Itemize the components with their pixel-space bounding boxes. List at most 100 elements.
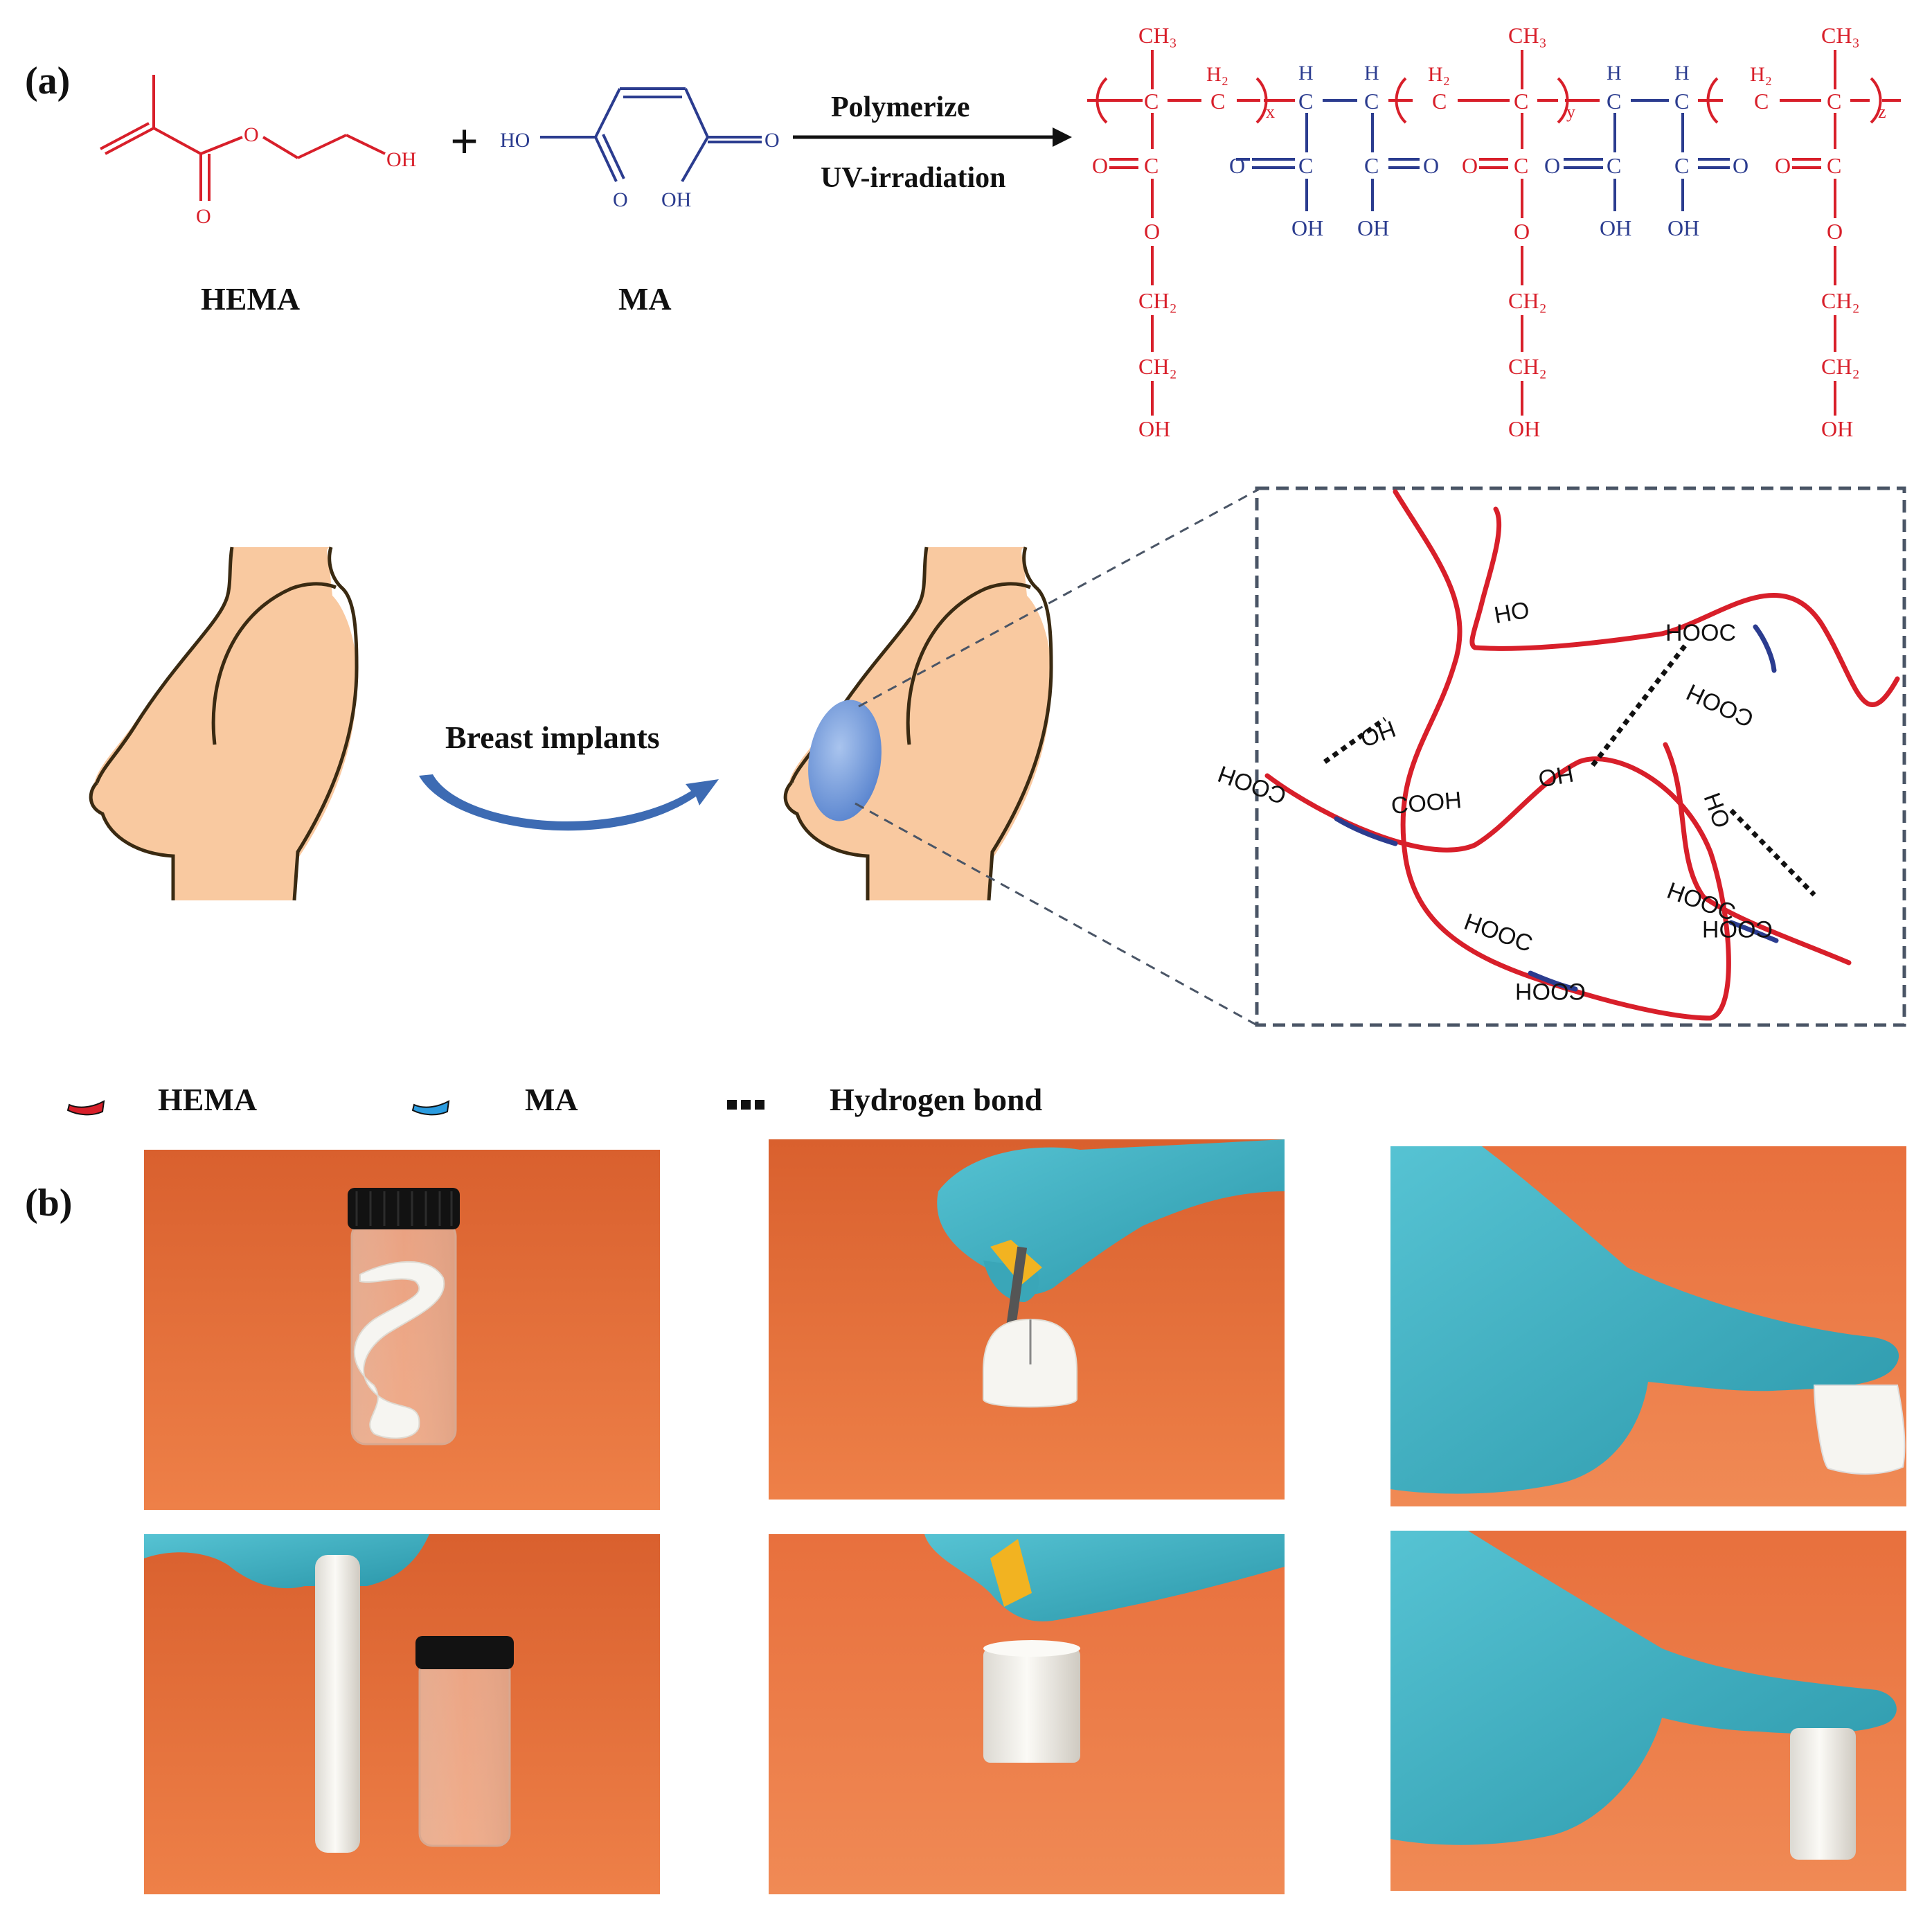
panel-label-a: (a) <box>25 60 70 103</box>
polymer-atom-label: CH₃ <box>1821 23 1860 48</box>
arrow-bottom-label: UV-irradiation <box>821 162 1006 194</box>
legend-ma-swatch <box>411 1100 450 1116</box>
hema-ether-o: O <box>244 123 259 146</box>
polymer-atom-label: C <box>1364 89 1379 114</box>
polymer-atom-label: H₂ <box>1750 63 1772 86</box>
legend-hbond-label: Hydrogen bond <box>830 1082 1043 1117</box>
polymer-atom-label: O <box>1544 153 1560 178</box>
polymer-atom-label: H <box>1607 62 1622 84</box>
polymer-atom-label: C <box>1364 153 1379 178</box>
photo-press-dome <box>1390 1146 1906 1506</box>
legend-hbond-swatch <box>727 1100 764 1110</box>
polymer-bracket-y-open <box>1395 77 1407 124</box>
polymer-atom-label: C <box>1827 153 1841 178</box>
polymer-atom-label: OH <box>1138 416 1170 441</box>
hema-structure <box>100 75 386 201</box>
network-chains <box>1264 489 1900 1021</box>
ma-oh-bottom: OH <box>661 188 691 211</box>
implant-shape <box>808 700 882 821</box>
zoom-line-top <box>858 489 1258 708</box>
polymer-atom-label: C <box>1674 153 1689 178</box>
polymer-atom-label: CH₂ <box>1508 288 1547 313</box>
network-group-label: COOH <box>1683 679 1758 733</box>
polymer-atom-label: H <box>1298 62 1314 84</box>
polymer-atom-label: C <box>1514 89 1528 114</box>
polymer-atom-label: C <box>1144 89 1159 114</box>
panel-label-b: (b) <box>25 1182 72 1225</box>
polymer-atom-label: C <box>1432 89 1447 114</box>
photo-cut-cylinder <box>769 1534 1285 1894</box>
network-group-label: HO <box>1536 760 1575 792</box>
plus-sign: + <box>450 114 478 169</box>
arrow-top-label: Polymerize <box>831 91 970 123</box>
polymer-atom-label: O <box>1775 153 1791 178</box>
polymer-atom-label: OH <box>1667 215 1699 240</box>
network-group-label: HOOC <box>1665 620 1736 646</box>
legend-ma-label: MA <box>525 1082 578 1117</box>
implant-label: Breast implants <box>445 720 660 755</box>
polymer-atom-label: OH <box>1600 215 1631 240</box>
legend-hema-swatch <box>66 1100 105 1116</box>
breast-after <box>783 546 1053 901</box>
polymer-atom-label: C <box>1827 89 1841 114</box>
ma-o-right: O <box>764 129 780 152</box>
network-group-label: COOH <box>1215 760 1290 810</box>
polymer-atom-label: H <box>1364 62 1379 84</box>
polymer-atom-label: C <box>1514 153 1528 178</box>
polymer-subscript-z: z <box>1878 102 1886 122</box>
legend-hema-label: HEMA <box>158 1082 257 1117</box>
breast-before <box>89 546 359 901</box>
polymer-atom-label: O <box>1827 219 1843 244</box>
hema-oh: OH <box>386 148 416 171</box>
polymer-atom-label: O <box>1462 153 1478 178</box>
polymer-atom-label: CH₂ <box>1138 288 1177 313</box>
hema-carbonyl-o: O <box>196 205 211 228</box>
polymer-subscript-y: y <box>1566 102 1575 122</box>
legend: HEMA MA Hydrogen bond <box>66 1082 1043 1117</box>
photo-cut-dome <box>769 1139 1285 1500</box>
network-group-label: HO <box>1698 790 1735 832</box>
polymer-atom-label: C <box>1607 153 1621 178</box>
photo-vial-gel <box>144 1150 660 1510</box>
network-group-label: HO <box>1357 715 1399 751</box>
network-zoom-box <box>1255 486 1906 1027</box>
polymer-atom-label: C <box>1298 153 1313 178</box>
network-group-label: HO <box>1492 597 1532 629</box>
polymer-atom-label: O <box>1423 153 1439 178</box>
polymer-bracket-z-open <box>1706 77 1719 124</box>
polymer-bracket-z-close <box>1870 77 1882 124</box>
polymer-atom-label: CH₃ <box>1508 23 1547 48</box>
hema-name: HEMA <box>201 281 300 317</box>
ma-name: MA <box>618 281 672 317</box>
polymer-atom-label: C <box>1674 89 1689 114</box>
polymer-atom-label: O <box>1092 153 1108 178</box>
polymer-atom-label: CH₂ <box>1138 354 1177 379</box>
polymer-atom-label: H <box>1674 62 1690 84</box>
polymer-atom-label: C <box>1144 153 1159 178</box>
hydrogen-bonds <box>1323 642 1816 897</box>
ma-structure <box>540 87 762 183</box>
polymer-atom-label: C <box>1754 89 1769 114</box>
polymer-atom-label: OH <box>1821 416 1853 441</box>
polymer-atom-label: OH <box>1357 215 1389 240</box>
photo-press-cylinder <box>1390 1531 1906 1891</box>
polymer-atom-label: CH₃ <box>1138 23 1177 48</box>
polymer-subscript-x: x <box>1266 102 1275 122</box>
polymer-atom-label: OH <box>1291 215 1323 240</box>
reaction-arrow <box>793 127 1072 147</box>
polymer-atom-label: CH₂ <box>1821 288 1860 313</box>
polymer-atom-label: C <box>1210 89 1225 114</box>
polymer-atom-label: OH <box>1508 416 1540 441</box>
photo-cylinder-vial <box>144 1534 660 1894</box>
network-group-label: COOH <box>1515 978 1586 1004</box>
implant-curved-arrow <box>419 774 719 831</box>
polymer-atom-label: C <box>1298 89 1313 114</box>
ma-o-bottom: O <box>613 188 628 211</box>
ma-ho: HO <box>500 129 530 152</box>
zoom-line-bottom <box>855 802 1258 1026</box>
network-group-label: COOH <box>1390 787 1463 819</box>
polymer-atom-label: H₂ <box>1206 63 1228 86</box>
